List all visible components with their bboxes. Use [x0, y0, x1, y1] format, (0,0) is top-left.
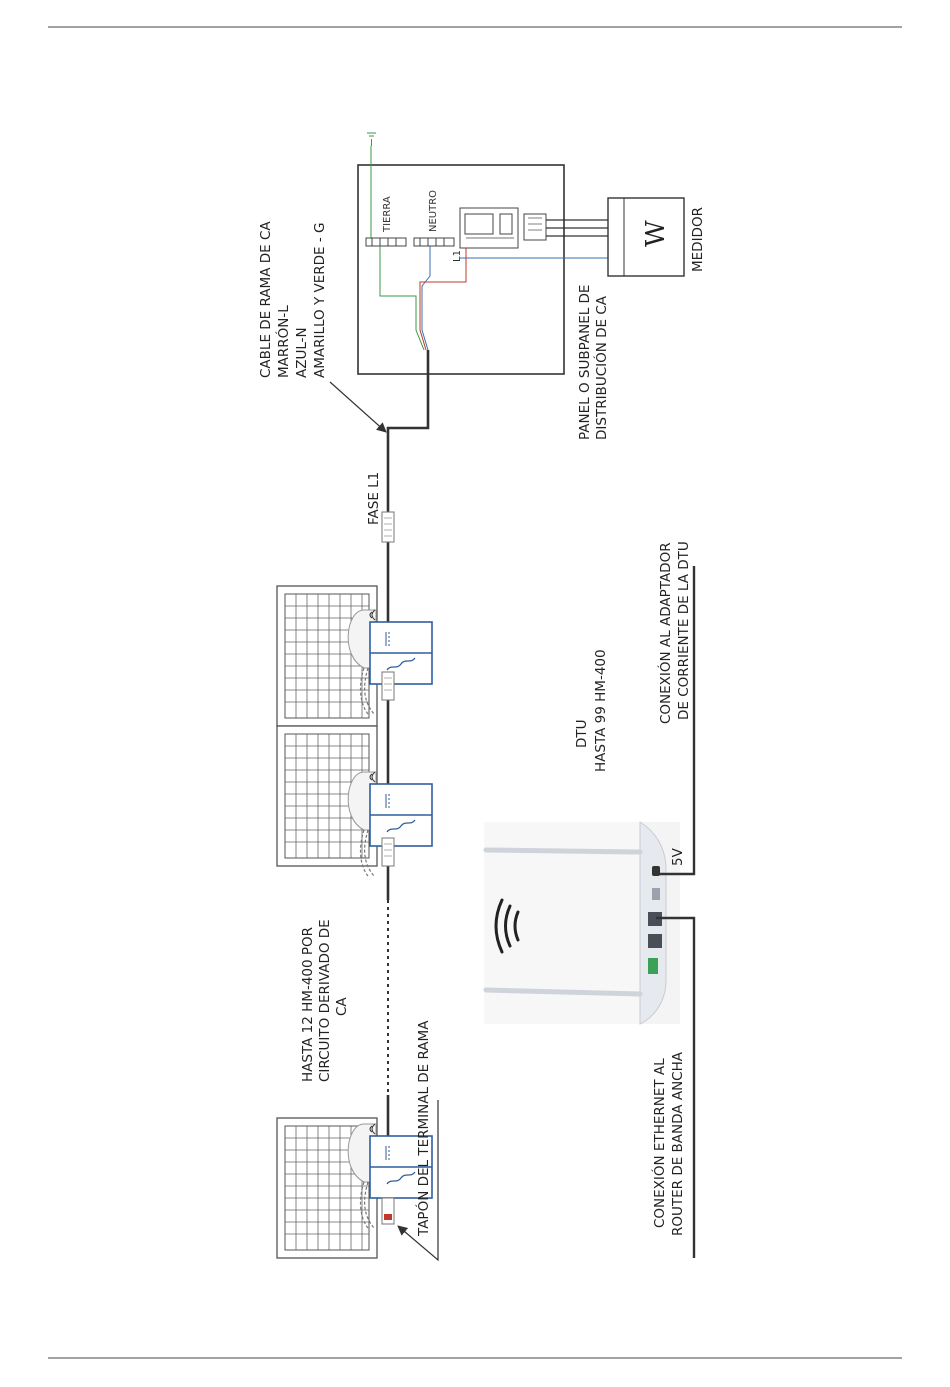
cable-green-label: AMARILLO Y VERDE - G	[312, 223, 328, 378]
five-v-label: 5V	[670, 847, 686, 866]
inverter-connector	[381, 837, 395, 867]
meter: W	[607, 197, 685, 277]
medidor-label: MEDIDOR	[690, 207, 706, 272]
cable-brown-label: MARRÓN-L	[274, 305, 292, 378]
pv-module-1	[276, 585, 433, 727]
cable-pointer-arrow	[329, 381, 387, 433]
adapter-label-line1: CONEXIÓN AL ADAPTADOR	[656, 542, 674, 724]
meter-symbol: W	[641, 220, 671, 247]
neutral-terminal-bar	[413, 237, 455, 247]
power-adapter-line	[656, 566, 696, 876]
panel-label-line1: PANEL O SUBPANEL DE	[577, 285, 593, 440]
end-cap	[381, 1197, 395, 1225]
adapter-label-line2: DE CORRIENTE DE LA DTU	[676, 541, 692, 720]
neutro-label: NEUTRO	[428, 190, 439, 232]
l1-label: L1	[452, 250, 463, 262]
trunk-connector	[381, 511, 395, 543]
meter-feed-wires	[546, 219, 608, 237]
ground-icon	[367, 132, 376, 146]
neutral-wire	[421, 246, 431, 351]
panel-label-line2: DISTRIBUCIÓN DE CA	[592, 295, 610, 440]
tapon-pointer-arrow	[397, 1100, 439, 1262]
tierra-label: TIERRA	[382, 196, 393, 233]
breaker	[459, 207, 547, 249]
pv-module-3	[276, 1117, 433, 1259]
ethernet-label-line1: CONEXIÓN ETHERNET AL	[650, 1058, 668, 1228]
cable-blue-label: AZUL-N	[294, 327, 310, 378]
hasta-label-line2: CIRCUITO DERIVADO DE	[317, 919, 333, 1082]
inverter-connector	[381, 671, 395, 701]
wifi-icon	[494, 898, 520, 954]
dtu-label-line2: HASTA 99 HM-400	[593, 649, 609, 772]
ground-wire	[379, 246, 425, 351]
dtu-device	[483, 821, 680, 1025]
hasta-label-line1: HASTA 12 HM-400 POR	[300, 927, 316, 1082]
line-wire	[419, 248, 467, 351]
antenna-icon	[483, 847, 643, 997]
dtu-label-line1: DTU	[574, 719, 590, 748]
tapon-label: TAPÓN DEL TERMINAL DE RAMA	[414, 1020, 432, 1237]
fase-label: FASE L1	[366, 472, 382, 525]
ground-terminal-bar	[365, 237, 407, 247]
hasta-label-line3: CA	[334, 997, 350, 1016]
distribution-panel-box	[357, 164, 565, 375]
cable-title: CABLE DE RAMA DE CA	[258, 221, 274, 378]
ethernet-line	[656, 916, 696, 1258]
ethernet-label-line2: ROUTER DE BANDA ANCHA	[670, 1051, 686, 1236]
pv-module-2	[276, 725, 433, 877]
